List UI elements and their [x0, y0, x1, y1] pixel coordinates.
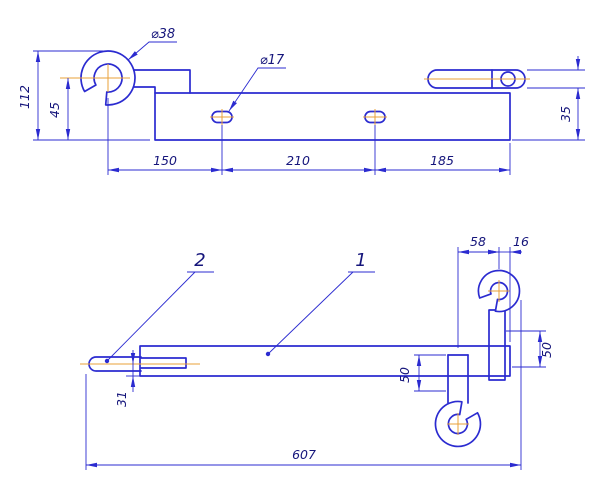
part-2-text: 2	[194, 250, 205, 271]
part-1-leader	[267, 271, 354, 355]
dim-50r-text: 50	[539, 342, 554, 358]
dimension-hook-diameter: ⌀38	[127, 27, 177, 61]
dim-112-text: 112	[17, 85, 32, 109]
dimension-overall-height: 112	[17, 50, 150, 141]
dimension-drop-mid: 50	[397, 354, 446, 392]
front-hook-bracket-bottom	[132, 86, 156, 94]
part-2-leader-dot	[104, 358, 110, 364]
part-label-1: 1	[265, 250, 375, 357]
part-labels: 2 1	[104, 250, 375, 364]
front-left-hook	[80, 50, 136, 106]
dim-58-text: 58	[470, 234, 486, 249]
top-centerlines	[80, 280, 510, 435]
top-bar-body	[139, 345, 511, 377]
front-hook-bracket-top	[130, 69, 191, 94]
dim-45-text: 45	[47, 102, 62, 118]
front-centerlines	[60, 64, 530, 125]
top-view: 2 1 58	[80, 234, 554, 470]
dim-35-text: 35	[558, 106, 573, 122]
dim-607-text: 607	[292, 447, 316, 462]
top-dimensions: 58 16 50 50	[85, 234, 554, 470]
part-1-text: 1	[355, 250, 366, 271]
part-2-leader	[106, 271, 196, 362]
dimension-hook-center-height: 45	[47, 78, 71, 140]
top-right-plate	[488, 309, 506, 381]
dim-16-text: 16	[513, 234, 529, 249]
dim-d17-leader	[228, 67, 286, 112]
front-bar-body	[154, 92, 511, 141]
dim-d17-text: ⌀17	[260, 53, 285, 68]
dimension-rod-offset: 31	[114, 350, 140, 407]
dimension-drop-right: 50	[506, 330, 554, 368]
front-view: ⌀38 ⌀17 112 45	[17, 27, 585, 175]
front-part-outline	[80, 50, 526, 141]
dimension-end-height: 35	[512, 56, 585, 141]
dimension-hook-offsets: 58 16	[457, 234, 529, 348]
top-left-slot	[140, 357, 187, 369]
dim-31-text: 31	[114, 391, 129, 407]
part-1-leader-dot	[265, 351, 271, 357]
dim-d38-leader	[127, 41, 177, 61]
dim-150-text: 150	[153, 153, 177, 168]
dim-210-text: 210	[286, 153, 310, 168]
top-part-outline	[88, 269, 521, 448]
dim-185-text: 185	[430, 153, 454, 168]
dimension-overall-length: 607	[85, 300, 522, 470]
dimension-slot-diameter: ⌀17	[228, 53, 286, 112]
dimension-span-row: 150 210 185	[107, 98, 511, 175]
dim-d38-text: ⌀38	[151, 27, 175, 42]
front-dimensions: ⌀38 ⌀17 112 45	[17, 27, 585, 175]
top-lower-hook	[434, 400, 482, 448]
part-label-2: 2	[104, 250, 214, 364]
dim-50m-text: 50	[397, 367, 412, 383]
